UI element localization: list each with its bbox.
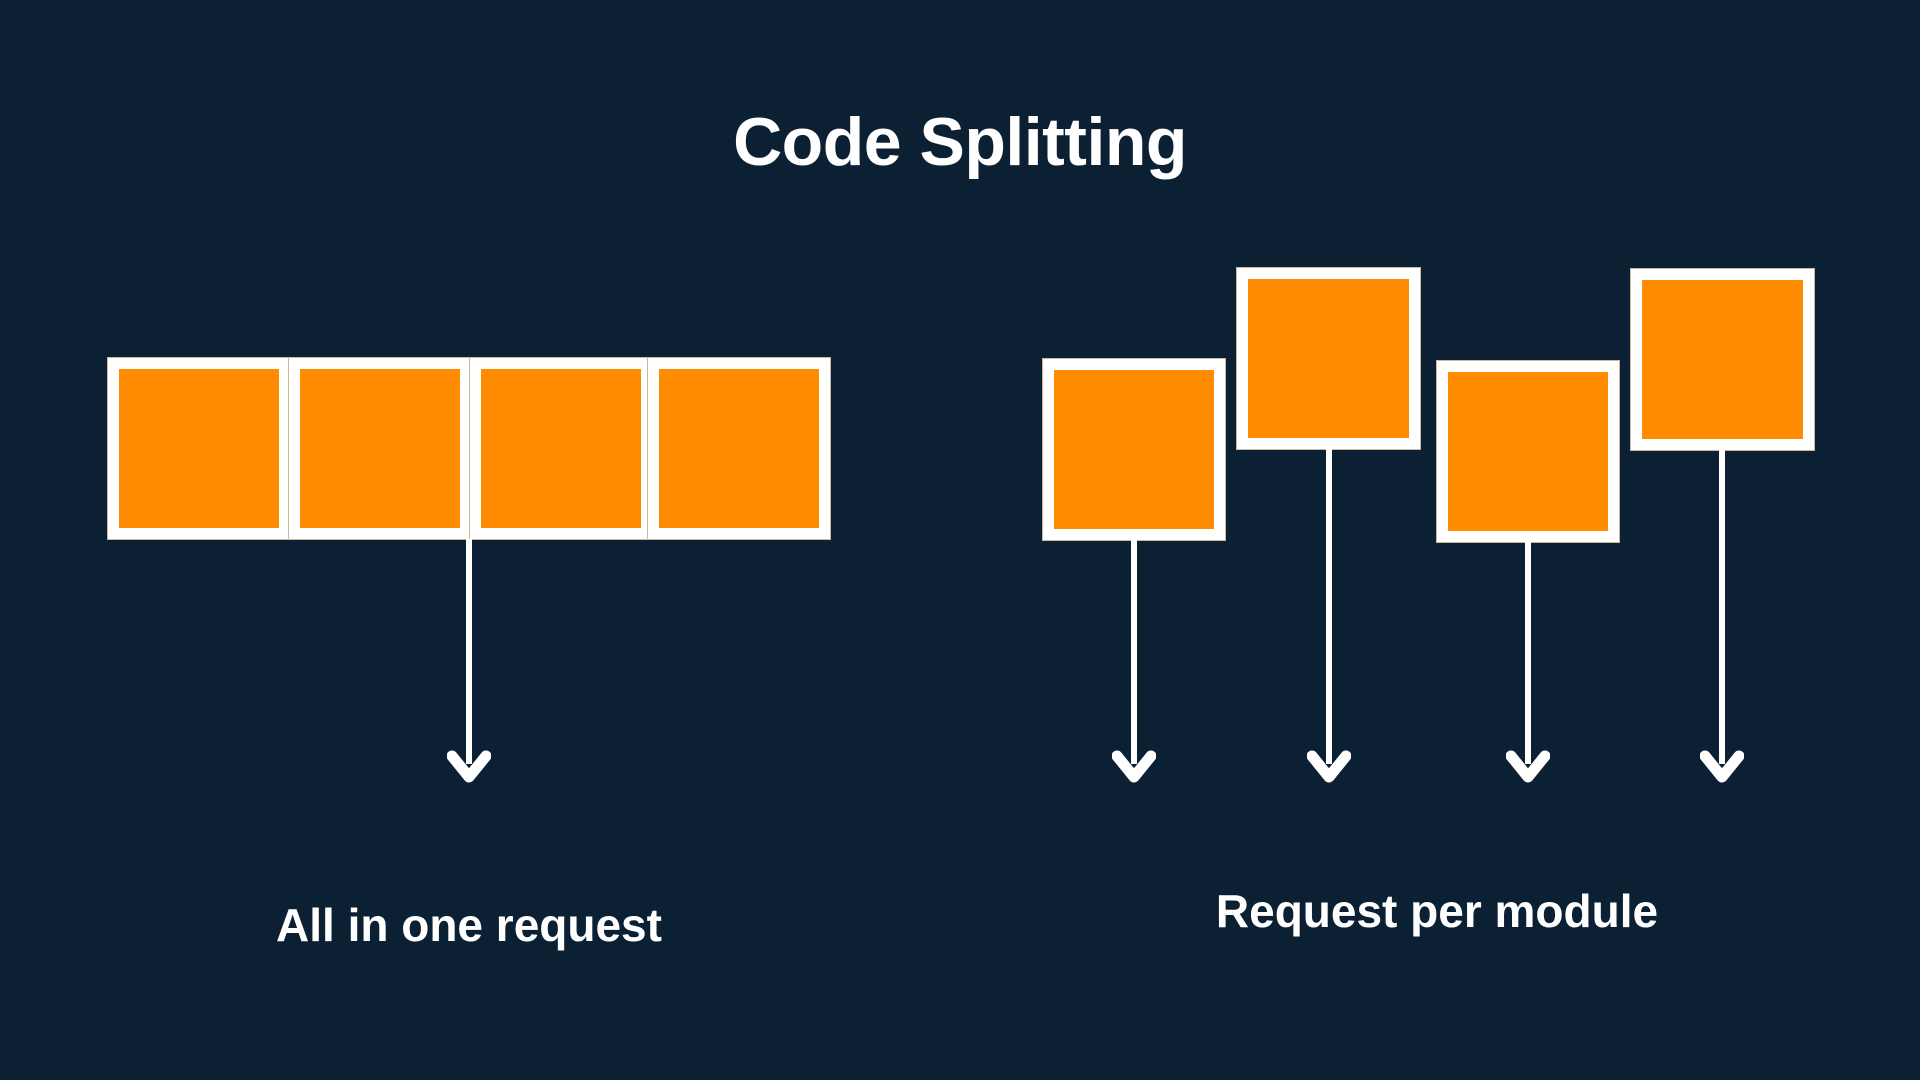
module-box (1236, 267, 1421, 450)
module-box (469, 357, 653, 540)
arrow-shaft (1326, 449, 1332, 764)
arrow-head-icon (1307, 748, 1351, 786)
group-caption-split: Request per module (1215, 885, 1659, 937)
arrow-head-icon (447, 748, 491, 786)
request-arrow (1506, 542, 1550, 786)
arrow-shaft (1131, 540, 1137, 764)
module-box (1630, 268, 1815, 451)
arrow-head-icon (1506, 748, 1550, 786)
group-caption-bundled: All in one request (276, 899, 662, 951)
module-box (1436, 360, 1620, 543)
module-box (1042, 358, 1226, 541)
arrow-shaft (1525, 542, 1531, 764)
request-arrow (447, 539, 491, 786)
page-title: Code Splitting (733, 104, 1187, 180)
module-box (647, 357, 831, 540)
arrow-shaft (1719, 450, 1725, 764)
arrow-shaft (466, 539, 472, 764)
module-box (288, 357, 472, 540)
request-arrow (1307, 449, 1351, 786)
arrow-head-icon (1112, 748, 1156, 786)
request-arrow (1112, 540, 1156, 786)
module-box (107, 357, 291, 540)
request-arrow (1700, 450, 1744, 786)
arrow-head-icon (1700, 748, 1744, 786)
